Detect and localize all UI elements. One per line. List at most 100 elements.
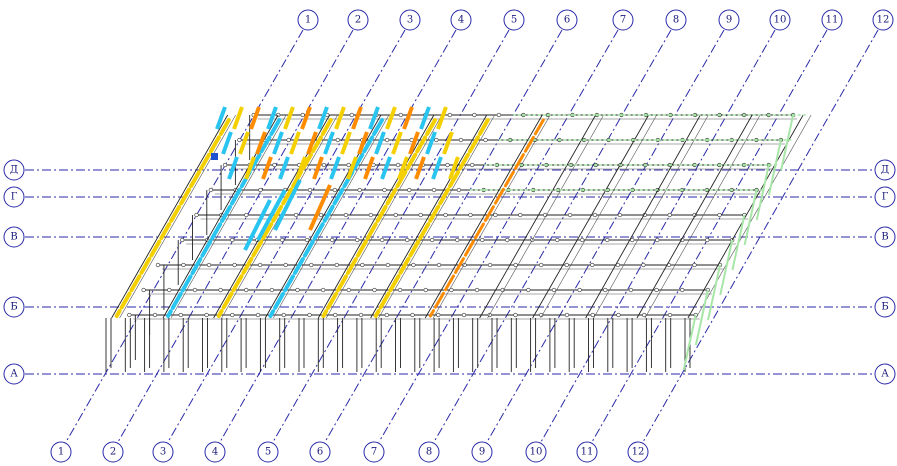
joint-node	[680, 287, 685, 293]
joint-node	[496, 112, 501, 118]
selected-node-marker[interactable]	[211, 153, 218, 160]
axis-line-1	[65, 29, 304, 443]
axis-bubble-bottom-4[interactable]: 4	[204, 441, 226, 463]
axis-bubble-right-Г-label: Г	[882, 192, 889, 203]
joint-node	[332, 187, 337, 193]
highlighted-brace	[300, 106, 312, 130]
joint-node	[382, 187, 387, 193]
highlighted-brace	[448, 156, 460, 180]
axis-bubble-bottom-7[interactable]: 7	[363, 441, 385, 463]
axis-bubble-bottom-6[interactable]: 6	[309, 441, 331, 463]
highlighted-brace	[425, 131, 437, 155]
joint-node	[309, 262, 314, 268]
axis-bubble-right-В[interactable]: В	[874, 226, 896, 248]
axis-bubble-top-7[interactable]: 7	[612, 9, 634, 31]
girder-12	[687, 114, 804, 319]
axis-bubble-top-9[interactable]: 9	[718, 9, 740, 31]
axis-bubble-bottom-4-circle	[204, 441, 226, 463]
highlighted-brace	[346, 156, 358, 180]
joint-node	[493, 212, 498, 218]
axis-bubble-top-11[interactable]: 11	[821, 9, 843, 31]
joint-node	[410, 312, 415, 318]
joint-node	[330, 237, 335, 243]
axis-bubble-top-4[interactable]: 4	[450, 9, 472, 31]
axis-bubble-bottom-11[interactable]: 11	[576, 441, 598, 463]
joint-node	[603, 287, 608, 293]
axis-bubble-top-12[interactable]: 12	[872, 9, 894, 31]
axis-bubble-left-Б[interactable]: Б	[3, 296, 25, 318]
axis-bubble-bottom-5[interactable]: 5	[257, 441, 279, 463]
axis-bubble-bottom-6-label: 6	[317, 447, 323, 458]
axis-bubble-right-Б-label: Б	[881, 302, 888, 313]
axis-line-7	[378, 29, 619, 443]
highlighted-brace	[221, 131, 233, 155]
column-right-edge	[743, 189, 758, 246]
axis-bubble-right-Г[interactable]: Г	[874, 186, 896, 208]
joint-node	[230, 312, 235, 318]
highlighted-brace	[323, 131, 335, 155]
grid-axes	[25, 29, 879, 443]
axis-bubble-top-10[interactable]: 10	[769, 9, 791, 31]
axis-bubble-bottom-9[interactable]: 9	[471, 441, 493, 463]
axis-bubble-left-Г[interactable]: Г	[3, 186, 25, 208]
joint-node	[480, 237, 485, 243]
axis-bubble-bottom-9-circle	[471, 441, 493, 463]
axis-bubble-left-Г-circle	[3, 186, 25, 208]
joint-node	[592, 212, 598, 218]
column-right-edge	[780, 114, 795, 171]
axis-bubble-right-Б[interactable]: Б	[874, 296, 896, 318]
highlighted-brace-orange	[308, 184, 332, 231]
joint-node	[208, 187, 213, 193]
girder-secondary	[644, 114, 761, 319]
joint-node	[384, 137, 390, 143]
axis-bubble-left-В-label: В	[10, 232, 17, 243]
axis-bubble-left-В[interactable]: В	[3, 226, 25, 248]
axis-bubble-right-Д[interactable]: Д	[874, 159, 896, 181]
axis-bubble-bottom-5-circle	[257, 441, 279, 463]
axis-bubble-top-5[interactable]: 5	[503, 9, 525, 31]
axis-bubble-left-Д[interactable]: Д	[3, 159, 25, 181]
axis-bubble-bottom-10-circle	[525, 441, 547, 463]
axis-bubble-top-1[interactable]: 1	[297, 9, 319, 31]
joint-node	[398, 112, 403, 118]
joint-node	[539, 262, 544, 268]
axis-bubble-bottom-1[interactable]: 1	[50, 441, 72, 463]
axis-bubble-bottom-12[interactable]: 12	[627, 441, 649, 463]
axis-bubble-top-2-circle	[347, 9, 369, 31]
axis-bubble-bottom-8[interactable]: 8	[418, 441, 440, 463]
joint-node	[272, 162, 277, 168]
axis-bubble-left-Д-label: Д	[10, 165, 18, 176]
axis-bubble-bottom-11-label: 11	[581, 447, 594, 458]
axis-bubble-top-2[interactable]: 2	[347, 9, 369, 31]
highlighted-members	[114, 106, 545, 318]
axis-bubble-top-8[interactable]: 8	[665, 9, 687, 31]
axis-bubble-bottom-10[interactable]: 10	[525, 441, 547, 463]
joint-node	[630, 237, 635, 243]
axis-bubble-top-3[interactable]: 3	[399, 9, 421, 31]
axis-bubble-top-10-circle	[769, 9, 791, 31]
joint-node	[237, 137, 242, 143]
joint-node	[423, 287, 428, 293]
axis-bubble-top-8-label: 8	[673, 15, 679, 26]
highlighted-brace	[419, 106, 431, 130]
girder-9	[532, 114, 650, 319]
joint-node	[385, 262, 390, 268]
girder-secondary	[540, 114, 657, 319]
joint-node	[380, 237, 385, 243]
joint-node	[430, 237, 435, 243]
axis-line-11	[591, 29, 828, 443]
axis-bubble-right-А[interactable]: А	[874, 363, 896, 385]
joint-node	[431, 187, 437, 193]
axis-bubble-bottom-7-circle	[363, 441, 385, 463]
axis-bubble-left-А[interactable]: А	[3, 363, 25, 385]
joint-node	[307, 187, 313, 193]
joint-node	[335, 137, 340, 143]
axis-bubble-top-6[interactable]: 6	[556, 9, 578, 31]
axis-bubble-bottom-2[interactable]: 2	[102, 441, 124, 463]
axis-bubble-left-Д-circle	[3, 159, 25, 181]
girder-secondary	[378, 114, 495, 319]
axis-bubble-bottom-3[interactable]: 3	[152, 441, 174, 463]
highlighted-brace	[436, 106, 448, 130]
highlighted-girder-1	[114, 118, 231, 318]
